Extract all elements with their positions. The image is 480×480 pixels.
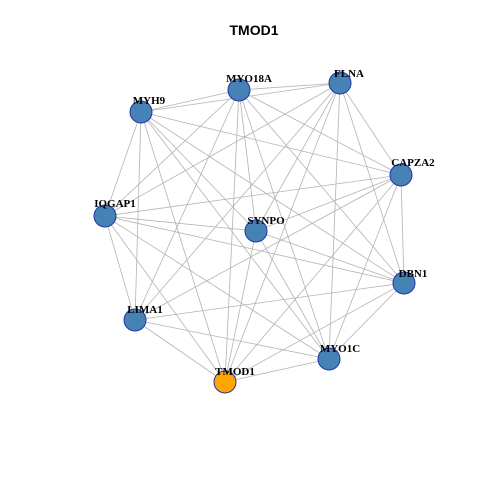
- edge-synpo-myo1c: [255, 230, 330, 360]
- edge-myo1c-tmod1: [224, 358, 330, 383]
- edge-capza2-myo1c: [328, 174, 402, 360]
- node-circle-flna[interactable]: [328, 71, 352, 95]
- edge-myo18a-iqgap1: [104, 89, 240, 217]
- edge-layer: [104, 82, 405, 383]
- edge-capza2-tmod1: [224, 174, 402, 383]
- node-label-synpo: SYNPO: [247, 215, 285, 227]
- edge-flna-iqgap1: [104, 82, 341, 217]
- diagram-title: TMOD1: [230, 22, 279, 38]
- node-lima1[interactable]: LIMA1: [123, 304, 163, 332]
- node-circle-synpo[interactable]: [244, 219, 268, 243]
- edge-iqgap1-dbn1: [104, 215, 405, 284]
- edge-lima1-tmod1: [134, 319, 226, 383]
- node-circle-lima1[interactable]: [123, 308, 147, 332]
- node-label-capza2: CAPZA2: [391, 157, 435, 169]
- edge-iqgap1-synpo: [104, 215, 257, 232]
- node-label-myo1c: MYO1C: [320, 343, 360, 355]
- edge-capza2-iqgap1: [104, 174, 402, 217]
- edge-myo18a-myo1c: [238, 89, 330, 360]
- edge-myh9-myo1c: [140, 111, 330, 360]
- node-flna[interactable]: FLNA: [328, 68, 364, 95]
- edge-myh9-dbn1: [140, 111, 405, 284]
- edge-flna-dbn1: [339, 82, 405, 284]
- node-circle-dbn1[interactable]: [392, 271, 416, 295]
- edge-capza2-synpo: [255, 174, 402, 232]
- node-circle-iqgap1[interactable]: [93, 204, 117, 228]
- node-circle-tmod1[interactable]: [213, 370, 237, 394]
- edge-myh9-lima1: [134, 111, 142, 321]
- edge-myo18a-dbn1: [238, 89, 405, 284]
- edge-iqgap1-lima1: [104, 215, 136, 321]
- edge-flna-myo1c: [328, 82, 341, 360]
- edge-iqgap1-tmod1: [104, 215, 226, 383]
- node-myo18a[interactable]: MYO18A: [226, 73, 272, 102]
- node-iqgap1[interactable]: IQGAP1: [93, 198, 136, 228]
- edge-myh9-capza2: [140, 111, 402, 176]
- node-label-dbn1: DBN1: [399, 268, 428, 280]
- node-circle-myh9[interactable]: [129, 100, 153, 124]
- edge-flna-capza2: [339, 82, 402, 176]
- edge-capza2-dbn1: [400, 174, 405, 284]
- node-circle-capza2[interactable]: [389, 163, 413, 187]
- edge-myh9-myo18a: [140, 89, 240, 113]
- node-capza2[interactable]: CAPZA2: [389, 157, 435, 187]
- node-synpo[interactable]: SYNPO: [244, 215, 285, 243]
- edge-dbn1-myo1c: [328, 282, 405, 360]
- edge-capza2-lima1: [134, 174, 402, 321]
- node-label-flna: FLNA: [334, 68, 364, 80]
- node-label-myo18a: MYO18A: [226, 73, 272, 85]
- edge-flna-tmod1: [224, 82, 341, 383]
- edge-myh9-iqgap1: [104, 111, 142, 217]
- node-label-tmod1: TMOD1: [215, 366, 255, 378]
- edge-dbn1-lima1: [134, 282, 405, 321]
- edge-dbn1-tmod1: [224, 282, 405, 383]
- node-label-iqgap1: IQGAP1: [94, 198, 136, 210]
- node-myo1c[interactable]: MYO1C: [317, 343, 360, 371]
- node-label-myh9: MYH9: [133, 95, 166, 107]
- node-dbn1[interactable]: DBN1: [392, 268, 428, 295]
- edge-synpo-tmod1: [224, 230, 257, 383]
- node-label-lima1: LIMA1: [127, 304, 162, 316]
- edge-myo18a-synpo: [238, 89, 257, 232]
- edge-myo18a-tmod1: [224, 89, 240, 383]
- edge-myh9-synpo: [140, 111, 257, 232]
- node-circle-myo18a[interactable]: [227, 78, 251, 102]
- edge-flna-synpo: [255, 82, 341, 232]
- edge-myo18a-flna: [238, 82, 341, 91]
- node-tmod1[interactable]: TMOD1: [213, 366, 255, 394]
- edge-myo18a-capza2: [238, 89, 402, 176]
- edge-lima1-myo1c: [134, 319, 330, 360]
- edge-iqgap1-myo1c: [104, 215, 330, 360]
- edge-myh9-tmod1: [140, 111, 226, 383]
- edge-flna-lima1: [134, 82, 341, 321]
- edge-synpo-dbn1: [255, 230, 405, 284]
- node-myh9[interactable]: MYH9: [129, 95, 166, 124]
- node-circle-myo1c[interactable]: [317, 347, 341, 371]
